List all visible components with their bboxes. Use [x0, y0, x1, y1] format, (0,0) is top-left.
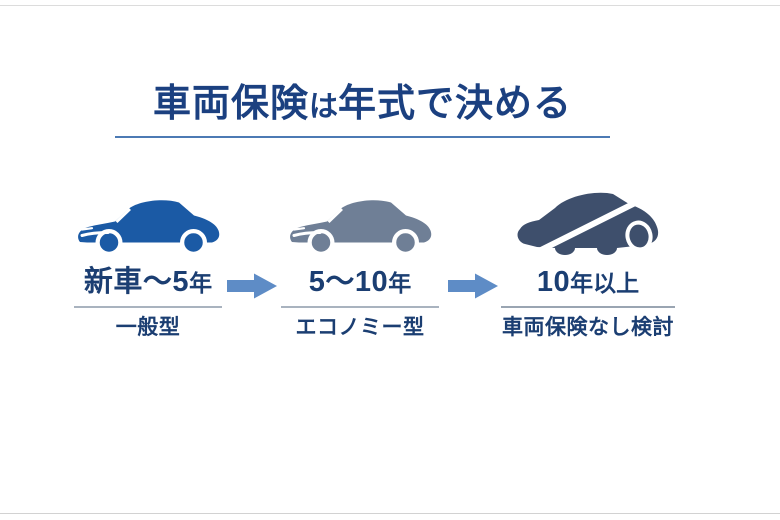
step-new-car: 新車〜5年 一般型: [58, 190, 238, 350]
step-5-10-years: 5〜10年 エコノミー型: [270, 190, 450, 350]
label-divider: [281, 306, 439, 308]
bottom-border-line: [0, 513, 780, 514]
insurance-type-label: 車両保険なし検討: [502, 316, 674, 339]
new-car-icon: [58, 192, 238, 258]
page-title: 車両保険は年式で決める: [115, 84, 610, 138]
year-range-label: 10年以上: [536, 266, 640, 298]
arrow-right-icon: [448, 273, 498, 299]
mid-age-car-icon: [270, 192, 450, 258]
label-divider: [501, 306, 675, 308]
arrow-right-icon: [227, 273, 277, 299]
step-over-10-years: 10年以上 車両保険なし検討: [491, 188, 685, 350]
label-divider: [74, 306, 222, 308]
page-title-part2: 年式で決める: [338, 83, 573, 125]
page-title-part1: 車両保険: [152, 83, 309, 125]
top-border-line: [0, 5, 780, 6]
insurance-type-label: エコノミー型: [295, 316, 425, 339]
old-car-slashed-icon: [491, 184, 685, 262]
no-insurance-slash: [522, 188, 662, 261]
page-title-particle: は: [308, 91, 338, 123]
insurance-type-label: 一般型: [115, 316, 181, 339]
year-range-label: 5〜10年: [308, 266, 412, 298]
year-range-label: 新車〜5年: [83, 266, 213, 298]
